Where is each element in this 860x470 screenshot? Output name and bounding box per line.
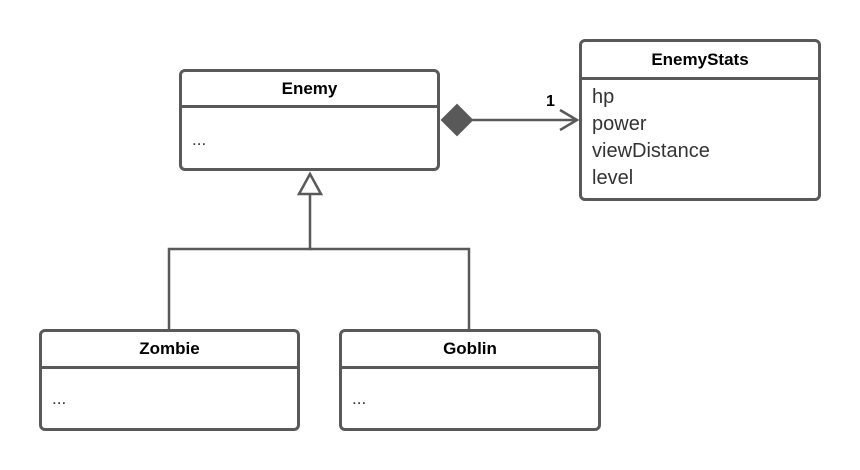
inheritance-line-zombie xyxy=(167,194,312,329)
class-body: ... xyxy=(352,389,367,408)
class-enemy-stats[interactable]: EnemyStats hp power viewDistance level xyxy=(579,39,821,201)
class-name: Zombie xyxy=(42,332,297,369)
class-zombie[interactable]: Zombie ... xyxy=(39,329,300,431)
composition-arrowhead xyxy=(559,108,580,132)
attribute-view-distance: viewDistance xyxy=(592,140,710,162)
class-body: ... xyxy=(52,389,67,408)
class-goblin[interactable]: Goblin ... xyxy=(339,329,601,431)
class-body: ... xyxy=(192,130,207,149)
inheritance-line-goblin xyxy=(310,247,471,329)
class-name: Enemy xyxy=(182,72,437,108)
class-name: EnemyStats xyxy=(582,42,818,80)
attribute-level: level xyxy=(592,167,634,189)
class-enemy[interactable]: Enemy ... xyxy=(179,69,440,171)
class-name: Goblin xyxy=(342,332,598,369)
attribute-list: hp power viewDistance level xyxy=(582,80,818,192)
attribute-power: power xyxy=(592,113,647,135)
attribute-hp: hp xyxy=(592,86,615,108)
multiplicity-label: 1 xyxy=(546,93,555,110)
inheritance-triangle xyxy=(296,171,324,196)
composition-diamond xyxy=(440,103,474,137)
